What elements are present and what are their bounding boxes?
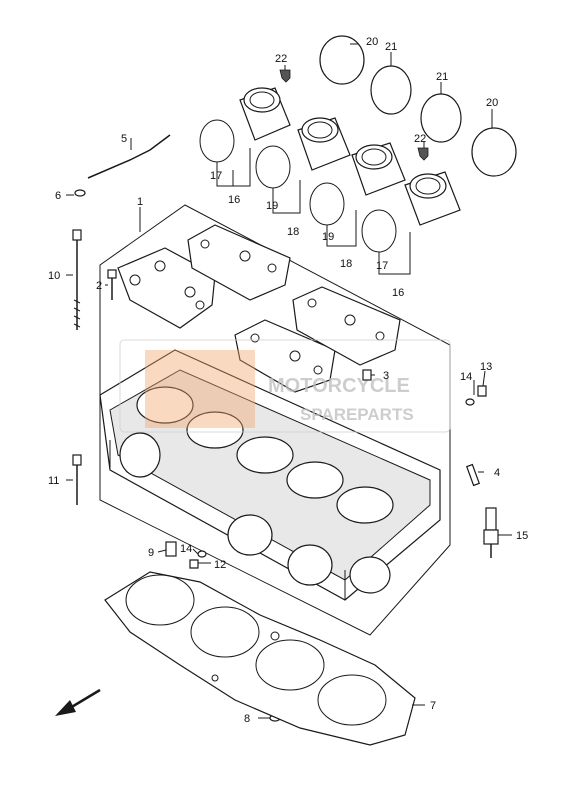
o-ring-19-right [309,182,345,226]
pin-4 [465,463,481,487]
callout-12: 12 [214,559,226,571]
callout-15: 15 [516,530,528,542]
camshaft-holder-lower-left [234,319,336,393]
callout-22-left: 22 [275,53,287,65]
o-ring-19-left [255,145,291,189]
callout-19-right: 19 [322,231,334,243]
washer-14-upper [465,398,475,406]
washer-14-lower [197,550,207,558]
bolt-2 [107,269,117,300]
callout-20-right: 20 [486,97,498,109]
oil-hose [87,134,171,179]
watermark-line-1: MOTORCYCLE [268,375,410,397]
o-ring-17-left [199,119,235,163]
o-ring-17-right [361,209,397,253]
intake-pipe-4 [404,171,461,226]
callout-19-left: 19 [266,200,278,212]
watermark-line-2: SPAREPARTS [300,405,414,424]
screw-22-left [279,69,291,83]
callout-21-left: 21 [385,41,397,53]
intake-pipe-3 [351,142,406,196]
callout-6: 6 [55,190,61,202]
camshaft-holder-upper-right [187,224,291,301]
front-arrow-icon [55,688,101,716]
callout-2: 2 [96,280,102,292]
callout-22-right: 22 [414,133,426,145]
camshaft-holder-lower-right [292,286,401,366]
callout-10: 10 [48,270,60,282]
dowel-pin-9 [165,541,177,557]
callout-11: 11 [48,475,59,487]
intake-pipe-2 [297,117,351,171]
cylinder-head-bolt-11 [72,454,82,505]
cylinder-head-body [99,349,441,601]
cylinder-head-bolt-10 [72,229,82,330]
gasket-washer-6 [74,189,86,197]
clamp-20-left [319,35,365,85]
callout-18-left: 18 [287,226,299,238]
cylinder-head-gasket [104,571,416,746]
callout-3: 3 [383,370,389,382]
intake-pipe-1 [239,87,291,141]
camshaft-holder-upper-left [117,247,216,329]
bolt-13 [477,385,487,397]
callout-18-right: 18 [340,258,352,270]
callout-20-left: 20 [366,36,378,48]
callout-5: 5 [121,133,127,145]
screw-22-right [417,147,429,161]
bolt-12 [189,559,199,569]
callout-9: 9 [148,547,154,559]
callout-8: 8 [244,713,250,725]
watermark-logo: MOTORCYCLE SPAREPARTS [119,339,451,433]
clamp-21-left [370,65,412,115]
callout-17-right: 17 [376,260,388,272]
callout-16-right: 16 [392,287,404,299]
clamp-21-right [420,93,462,143]
spark-plug [483,507,499,558]
callout-16-left: 16 [228,194,240,206]
callout-21-right: 21 [436,71,448,83]
clamp-20-right [471,127,517,177]
callout-1: 1 [137,196,143,208]
callout-17-left: 17 [210,170,222,182]
callout-13: 13 [480,361,492,373]
plug-3 [362,369,372,381]
callout-4: 4 [494,467,500,479]
leader-lines [66,43,512,719]
callout-14-upper: 14 [460,371,472,383]
callout-7: 7 [430,700,436,712]
callout-14-lower: 14 [180,543,192,555]
